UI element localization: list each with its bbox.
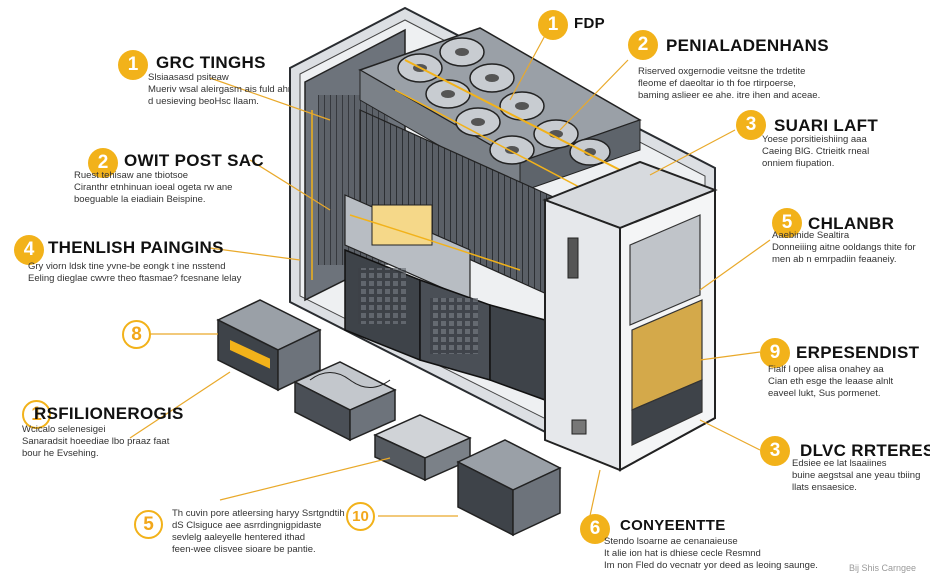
fan-array: [394, 37, 621, 199]
fan: [469, 63, 515, 93]
callout-number-badge: 5: [134, 510, 163, 539]
leader-line: [699, 351, 761, 361]
callout-description: Fialf l opee alisa onahey aa Cian eth es…: [768, 364, 894, 399]
credit-text: Bij Shis Carngee: [848, 563, 916, 573]
callout-title: PENIALADENHANS: [666, 36, 829, 55]
leader-line: [649, 129, 736, 176]
callout-title: ERPESENDIST: [796, 343, 920, 362]
callout-title: CHLANBR: [808, 214, 895, 233]
leader-line: [509, 29, 549, 101]
callout-number-badge: 5: [772, 208, 802, 238]
module-psu-1: [216, 299, 322, 392]
callout-number-badge: 3: [736, 110, 766, 140]
callout-number-badge: 3: [760, 436, 790, 466]
module-psu-2: [456, 439, 562, 537]
leader-line: [699, 419, 761, 451]
callout-number-badge: 2: [628, 30, 658, 60]
callout-description: Th cuvin pore atleersing haryy Ssrtgndti…: [172, 508, 345, 555]
leader-lines: [129, 29, 771, 526]
callout-description: Edsiee ee lat lsaaiines buine aegstsal a…: [792, 458, 921, 493]
fan: [499, 91, 545, 121]
callout-description: Ruest tehisaw ane tbiotsoe Ciranthr etnh…: [74, 170, 233, 205]
fan: [533, 119, 579, 149]
callout-description: Gry viorn ldsk tine yvne-be eongk t ine …: [28, 261, 242, 284]
callout-number-badge: 8: [122, 320, 151, 349]
interior-components: [311, 109, 561, 402]
leader-line: [699, 239, 771, 291]
leader-line: [219, 457, 391, 501]
module-drive: [373, 414, 472, 482]
callout-number-badge: 1: [22, 400, 51, 429]
callout-title: THENLISH PAINGINS: [48, 238, 224, 257]
leader-line: [129, 371, 231, 439]
leader-line: [209, 247, 301, 261]
callout-number-badge: 10: [346, 502, 375, 531]
callout-description: Slsiaasasd psiteaw Mueriv wsal aleirgasm…: [148, 72, 292, 107]
module-heatsink: [293, 361, 397, 442]
callout-title: SUARI LAFT: [774, 116, 879, 135]
callout-description: Yoese porsitieishiing aaa Caeing BlG. Ct…: [762, 134, 870, 169]
fan: [439, 37, 485, 67]
callout-number-badge: 4: [14, 235, 44, 265]
callout-description: Stendo lsoarne ae cenanaieuse It alie io…: [604, 536, 818, 571]
callout-description: Wcicalo selenesigei Sanaradsit hoeediae …: [22, 424, 170, 459]
leader-line: [559, 59, 629, 131]
leader-line: [249, 159, 331, 211]
callout-title: DLVC RRTERES: [800, 441, 930, 460]
callout-title: GRC TINGHS: [156, 53, 266, 72]
callout-number-badge: 6: [580, 514, 610, 544]
callout-description: Riserved oxgernodie veitsne the trdetite…: [638, 66, 821, 101]
callout-title: CONYEENTTE: [620, 517, 726, 534]
callout-number-badge: 9: [760, 338, 790, 368]
callout-number-badge: 2: [88, 148, 118, 178]
front-tower: [542, 160, 718, 472]
callout-number-badge: 1: [538, 10, 568, 40]
callout-number-badge: 1: [118, 50, 148, 80]
callout-title: FDP: [574, 15, 605, 32]
callout-title: OWIT POST SAC: [124, 151, 264, 170]
callout-description: Aaebinide Sealtira Donneiiing aitne oold…: [772, 230, 916, 265]
leader-line: [209, 77, 331, 121]
fan: [455, 107, 501, 137]
callout-title: RSFILIONEROGIS: [34, 404, 184, 423]
fan: [425, 79, 471, 109]
